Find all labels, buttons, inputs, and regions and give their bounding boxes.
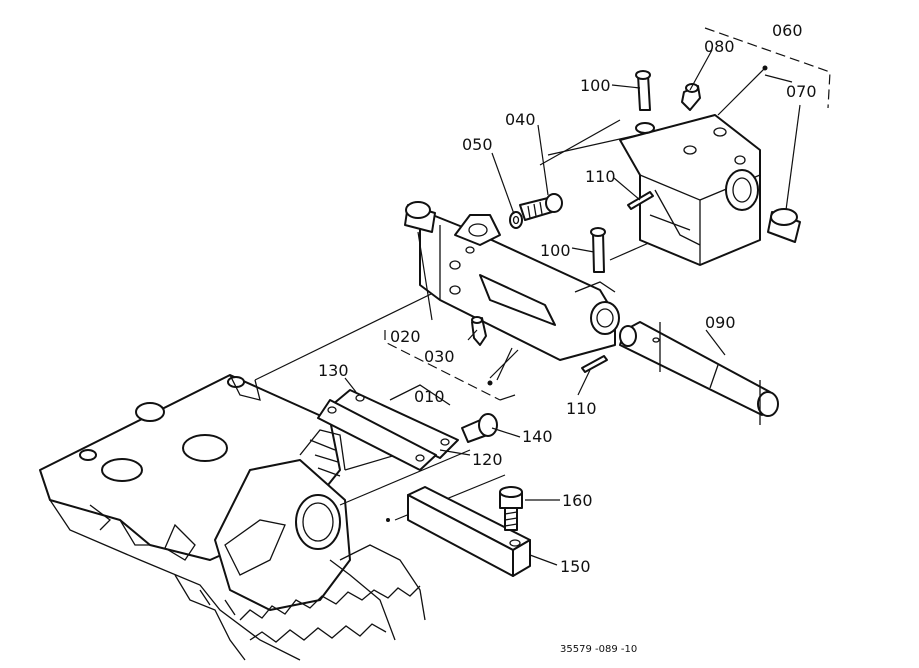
bolt-140 bbox=[461, 413, 498, 443]
callout-160: 160 bbox=[562, 491, 593, 510]
shaft-090 bbox=[619, 321, 779, 425]
gasket-130 bbox=[317, 399, 437, 471]
support-housing-060 bbox=[619, 114, 761, 266]
callout-060: 060 bbox=[772, 21, 803, 40]
washer-050 bbox=[509, 211, 523, 229]
pin-100-upper bbox=[635, 70, 655, 134]
callout-040: 040 bbox=[505, 110, 536, 129]
engine-block bbox=[39, 374, 426, 661]
callout-140: 140 bbox=[522, 427, 553, 446]
ref-dot-upper bbox=[762, 65, 768, 71]
bolt-160 bbox=[499, 486, 523, 531]
bolt-040 bbox=[519, 193, 563, 221]
callout-090: 090 bbox=[705, 313, 736, 332]
callout-100-lower: 100 bbox=[540, 241, 571, 260]
bushing-020 bbox=[404, 201, 436, 233]
callout-050: 050 bbox=[462, 135, 493, 154]
callout-110-lower: 110 bbox=[566, 399, 597, 418]
callout-100-upper: 100 bbox=[580, 76, 611, 95]
callout-070: 070 bbox=[786, 82, 817, 101]
cotter-pin-110-lower bbox=[581, 355, 608, 373]
callout-labels: 060 080 070 100 040 050 110 100 020 030 … bbox=[318, 21, 817, 576]
callout-150: 150 bbox=[560, 557, 591, 576]
bar-150 bbox=[407, 486, 531, 577]
grease-fitting-080 bbox=[681, 83, 701, 111]
drawing-code: 35579 -089 -10 bbox=[560, 644, 637, 655]
bushing-070 bbox=[767, 208, 801, 243]
leader-lines bbox=[344, 49, 801, 566]
assembly-brackets bbox=[384, 27, 831, 401]
callout-010: 010 bbox=[414, 387, 445, 406]
grease-fitting-030 bbox=[471, 316, 487, 346]
callout-130: 130 bbox=[318, 361, 349, 380]
cotter-pin-110-upper bbox=[627, 191, 654, 210]
pin-100-lower bbox=[590, 227, 606, 273]
callout-080: 080 bbox=[704, 37, 735, 56]
callout-120: 120 bbox=[472, 450, 503, 469]
callout-030: 030 bbox=[424, 347, 455, 366]
callout-020: 020 bbox=[390, 327, 421, 346]
bracket-arm-010 bbox=[419, 209, 620, 361]
ref-dot-block bbox=[386, 518, 390, 522]
callout-110-upper: 110 bbox=[585, 167, 616, 186]
ref-dot-lower bbox=[487, 380, 493, 386]
plate-120 bbox=[331, 384, 459, 459]
